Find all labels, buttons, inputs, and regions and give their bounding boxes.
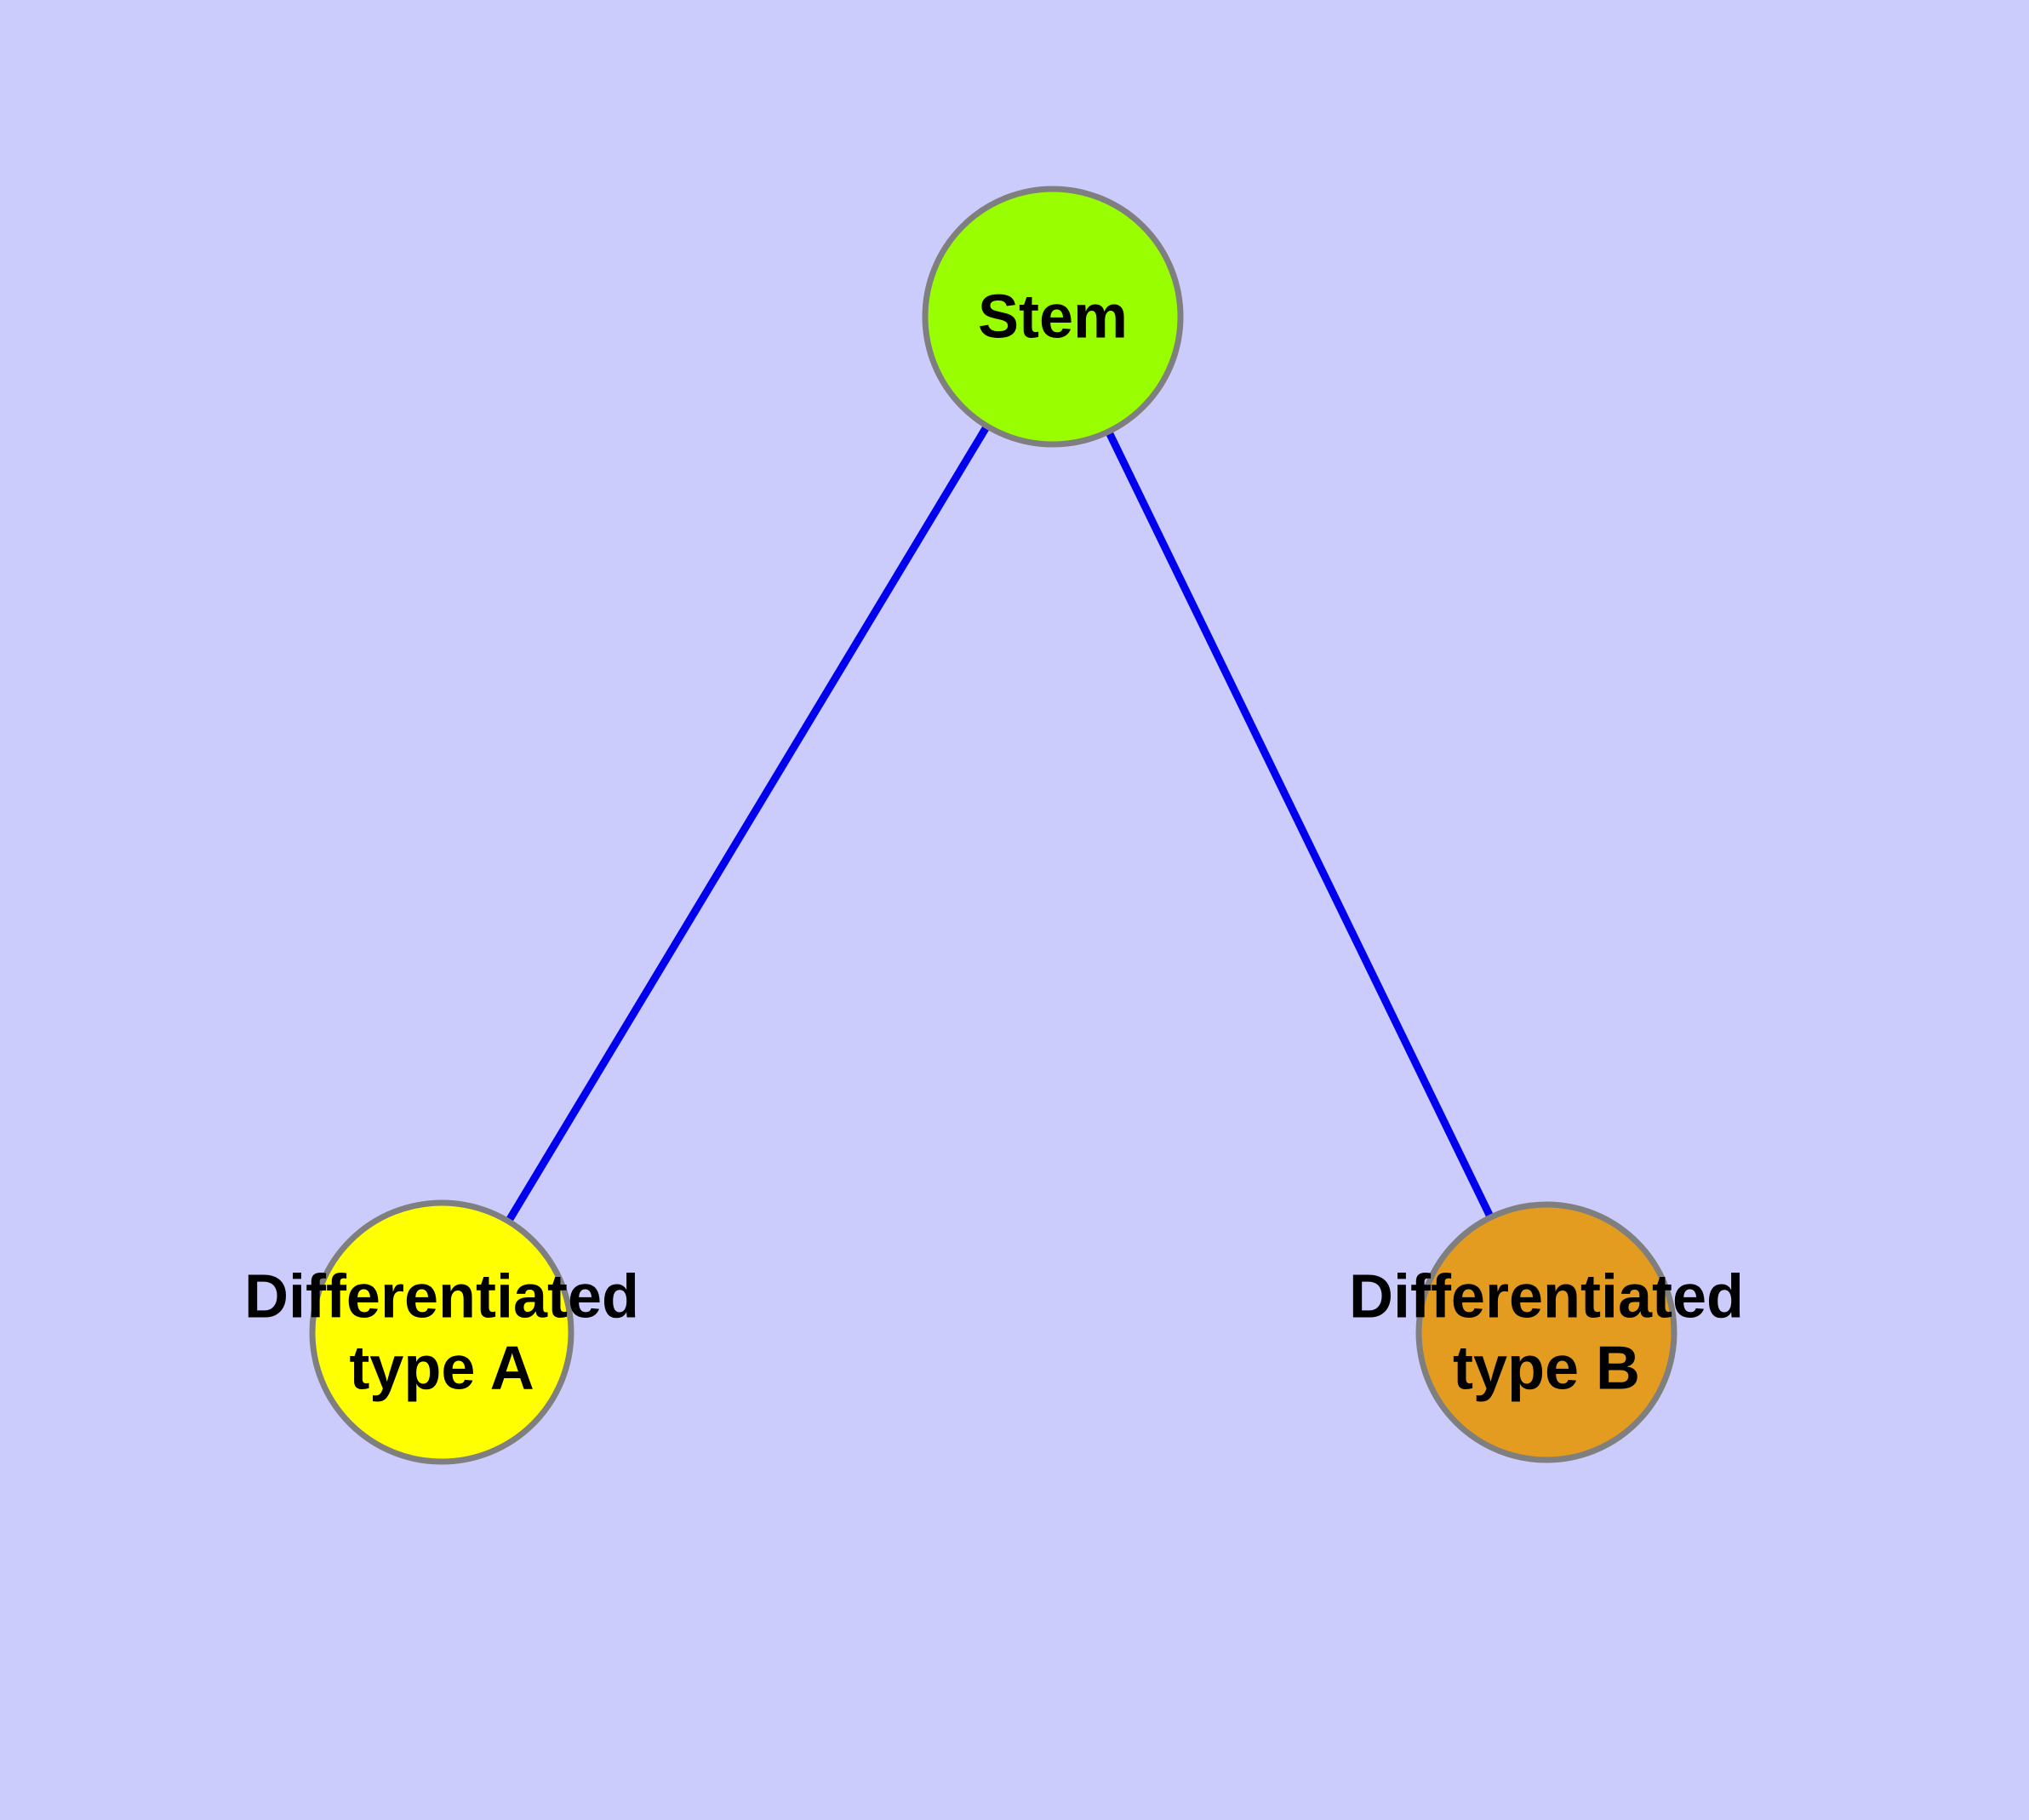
node-label-line: type A (349, 1334, 534, 1402)
graph-edge (1102, 425, 1497, 1224)
node-label-line: type B (1453, 1334, 1640, 1402)
node-label-line: Stem (978, 283, 1128, 351)
graph-node-stem[interactable] (922, 186, 1184, 448)
graph-node-label-stem: Stem (978, 283, 1128, 351)
node-label-line: Differentiated (1349, 1262, 1744, 1331)
node-label-line: Differentiated (244, 1262, 639, 1331)
graph-node-diff_b[interactable] (1415, 1201, 1677, 1463)
nodes-layer (309, 186, 1677, 1465)
graph-node-diff_a[interactable] (309, 1199, 574, 1465)
graph-edge (502, 420, 993, 1228)
edges-layer (502, 420, 1497, 1228)
